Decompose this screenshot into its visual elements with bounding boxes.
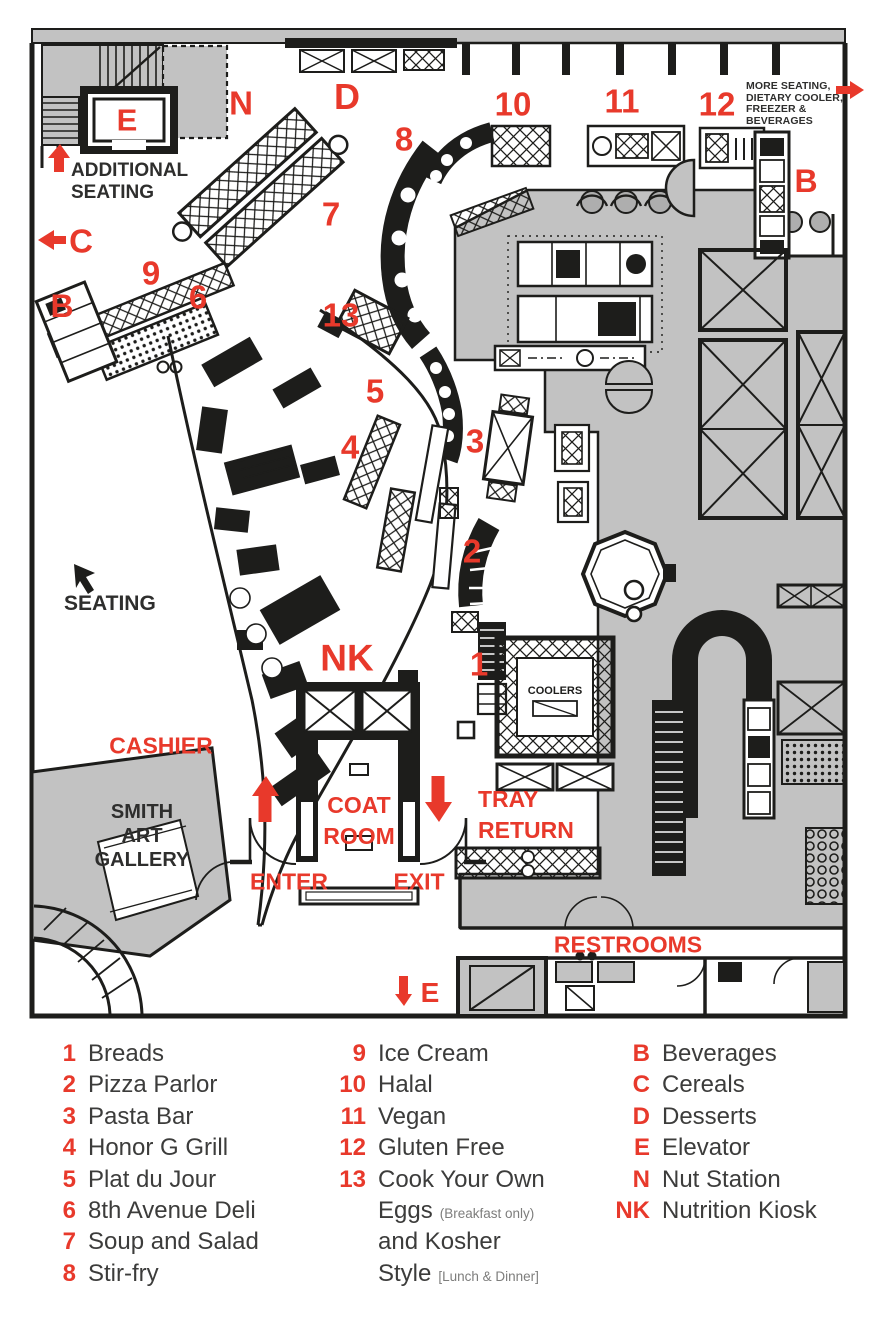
wedge-equipment-detail [229,447,297,679]
dessert-counters [285,38,457,73]
tray-return-label: TRAY RETURN [478,786,574,843]
more-seating-note: MORE SEATING, DIETARY COOLER, FREEZER & … [746,80,843,127]
marker-elevator-top: E [116,102,138,138]
additional-seating-up-arrow-icon [48,144,70,172]
station-11 [586,124,686,168]
hourglass-doors [604,360,654,414]
station-7 [171,106,349,269]
marker-elevator-bottom: E [420,977,440,1008]
station-2 [451,518,500,633]
gallery-shape [30,746,232,958]
exit-label: EXIT [393,868,445,895]
marker-station-13: 13 [322,296,360,334]
restrooms-label: RESTROOMS [553,931,703,958]
marker-nutrition-kiosk: NK [320,637,374,679]
additional-seating-label: ADDITIONAL SEATING [71,160,189,203]
entry-doors [230,817,486,865]
station-13 [317,288,410,356]
marker-station-1: 1 [469,645,489,683]
stools [575,190,831,233]
marker-cereals: C [69,222,93,260]
marker-station-4: 4 [340,428,360,466]
legend-item-13-wrap: Eggs(Breakfast only) [378,1196,535,1224]
floor-plan: COOLERS [29,28,864,1019]
octagon-station [580,529,676,619]
station-12 [698,126,766,170]
walk-in-rooms [698,248,847,905]
marker-station-7: 7 [321,195,341,233]
coat-room-label: COAT ROOM [323,792,395,849]
station-4 [342,414,457,590]
half-circle-door [664,158,696,218]
marker-station-5: 5 [365,372,385,410]
enter-up-arrow-icon [252,776,279,822]
marker-station-8: 8 [394,120,414,158]
marker-station-6: 6 [188,278,208,316]
cereals-left-arrow-icon [38,230,66,250]
dish-conveyor [454,579,776,880]
beverage-wall-right [753,130,791,260]
enter-label: ENTER [250,868,328,895]
legend-item-13-wrap: and Kosher [378,1228,501,1256]
marker-station-10: 10 [494,85,532,123]
marker-station-3: 3 [465,422,485,460]
servery-wedge [166,308,449,927]
legend-item-13-wrap: Style[Lunch & Dinner] [378,1259,539,1287]
cashier-label: CASHIER [109,732,213,759]
elevator-top [80,86,178,154]
coolers-label: COOLERS [528,685,582,697]
seating-pointer-icon [74,564,95,594]
station-10 [422,122,552,185]
marker-desserts: D [334,76,360,117]
marker-beverages-left: B [50,288,74,324]
station-3 [439,393,591,524]
station-1 [456,622,508,740]
exit-down-arrow-icon [425,776,452,822]
more-seating-right-arrow-icon [836,81,864,99]
beverage-counter-left [34,280,119,384]
marker-station-9: 9 [141,254,161,292]
coat-room-structure [296,670,420,906]
gallery-label: SMITH ART GALLERY [94,801,190,871]
marker-nut-station: N [229,84,253,122]
coolers-block: COOLERS [494,635,616,792]
wayfinding-arrows [38,81,864,1006]
marker-station-11: 11 [604,82,640,120]
marker-station-12: 12 [698,85,736,123]
gallery-stairs-arc [33,904,144,1015]
marker-beverages-right: B [794,163,818,199]
elevator-down-arrow-icon [395,976,412,1006]
marker-station-2: 2 [462,532,482,570]
restroom-fixtures [456,951,845,1018]
seating-label: SEATING [64,592,156,615]
